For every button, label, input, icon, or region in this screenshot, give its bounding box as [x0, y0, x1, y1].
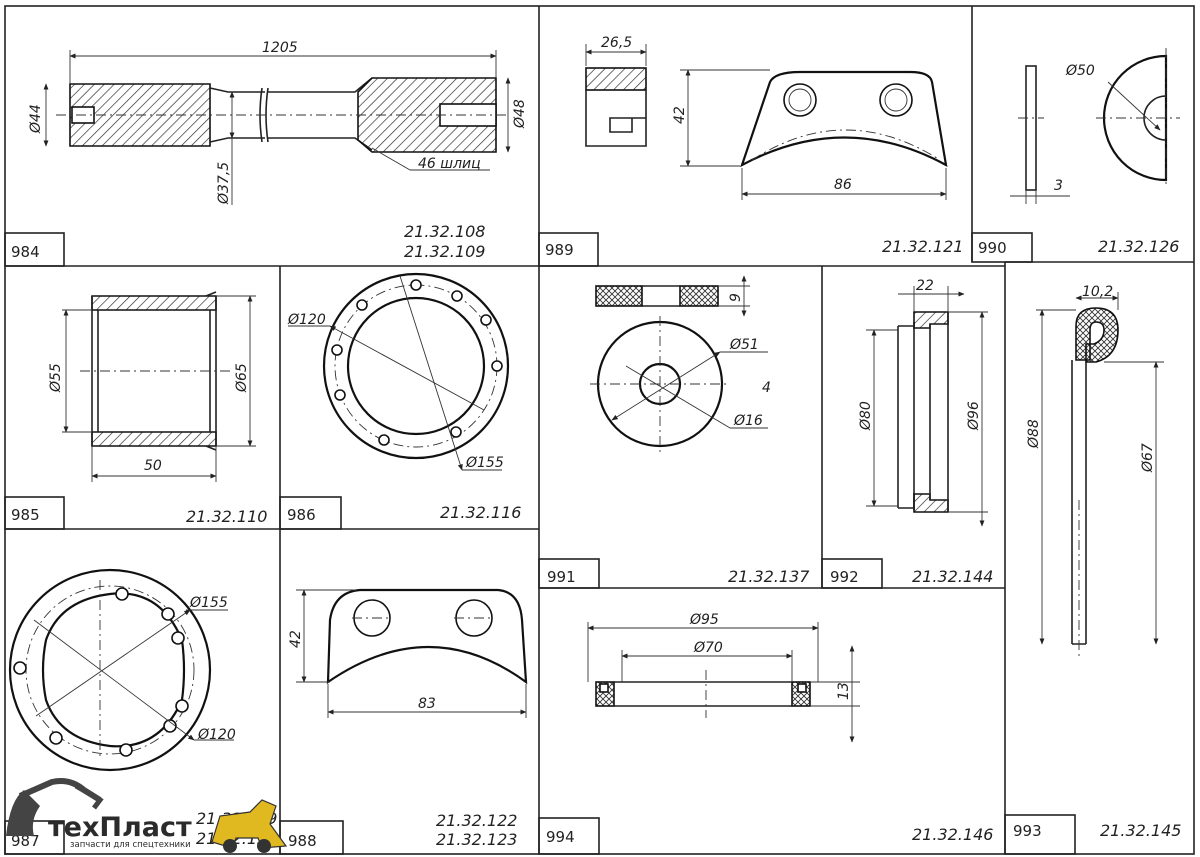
- dim-987-d-outer: Ø155: [189, 595, 228, 611]
- dim-984-d-left: Ø44: [28, 104, 44, 134]
- cell-number-988: 988: [288, 832, 317, 850]
- dim-990-thickness: 3: [1054, 178, 1063, 194]
- drawing-992-seal: 22 Ø80 Ø96 21.32.144 992: [830, 278, 993, 586]
- part-989: 21.32.121: [882, 237, 963, 256]
- drawing-988-bracket: 42 83 21.32.122 21.32.123 988: [288, 588, 528, 850]
- dim-990-diameter: Ø50: [1065, 63, 1095, 79]
- mark-991: 4: [762, 380, 771, 396]
- bolt-holes-986: [331, 279, 503, 446]
- dim-985-d-outer: Ø65: [234, 363, 250, 393]
- dim-987-d-inner: Ø120: [197, 727, 236, 743]
- part-988-2: 21.32.123: [436, 830, 517, 849]
- part-990: 21.32.126: [1098, 237, 1179, 256]
- dim-991-d-outer: Ø51: [729, 337, 759, 353]
- dim-989-thickness: 26,5: [601, 35, 632, 51]
- bolt-holes-987: [13, 587, 189, 757]
- cell-number-994: 994: [546, 828, 575, 846]
- part-994: 21.32.146: [912, 825, 993, 844]
- drawing-986-flange: Ø120 Ø155 21.32.116 986: [287, 272, 521, 524]
- drawing-987-flange: Ø155 Ø120 21.32.119 21.32.120 987: [8, 568, 277, 850]
- part-985: 21.32.110: [186, 507, 267, 526]
- cell-number-989: 989: [545, 241, 574, 259]
- cell-number-987: 987: [11, 832, 40, 850]
- drawing-993-seal: 10,2 Ø88 Ø67 21.32.145 993: [1013, 284, 1181, 840]
- cell-number-986: 986: [287, 506, 316, 524]
- dim-989-width: 86: [834, 177, 852, 193]
- drawing-990-washer: Ø50 3 21.32.126 990: [978, 48, 1180, 257]
- dim-993-d-inner: Ø67: [1140, 443, 1156, 473]
- dim-986-d-outer: Ø155: [465, 455, 504, 471]
- dim-994-d-outer: Ø95: [689, 612, 719, 628]
- cell-number-993: 993: [1013, 822, 1042, 840]
- cell-number-992: 992: [830, 568, 859, 586]
- dim-991-d-inner: Ø16: [733, 413, 763, 429]
- sheet-grid: [4, 5, 1195, 855]
- dim-994-height: 13: [836, 682, 852, 700]
- cell-number-984: 984: [11, 243, 40, 261]
- part-988-1: 21.32.122: [436, 811, 517, 830]
- dim-985-d-inner: Ø55: [48, 363, 64, 393]
- part-984-2: 21.32.109: [404, 242, 485, 261]
- dim-992-width: 22: [916, 278, 934, 294]
- cell-number-985: 985: [11, 506, 40, 524]
- dim-991-thickness: 9: [728, 293, 744, 302]
- logo-brand-name: техПласт: [48, 812, 192, 843]
- logo-tagline: запчасти для спецтехники: [70, 840, 191, 850]
- drawing-984-shaft: 1205 Ø44 Ø48 Ø37,5 46 шлиц 21.32.108 21.…: [11, 40, 528, 261]
- dim-984-d-right: Ø48: [512, 99, 528, 129]
- dim-992-d-inner: Ø80: [858, 401, 874, 431]
- dim-988-width: 83: [418, 696, 436, 712]
- part-984-1: 21.32.108: [404, 222, 485, 241]
- dim-994-d-inner: Ø70: [693, 640, 723, 656]
- brand-logo: техПласт запчасти для спецтехники: [6, 778, 288, 853]
- drawing-989-bracket: 26,5 42 86 21.32.121 989: [545, 35, 963, 259]
- cell-number-990: 990: [978, 239, 1007, 257]
- part-992: 21.32.144: [912, 567, 993, 586]
- cell-number-991: 991: [547, 568, 576, 586]
- dim-993-width: 10,2: [1082, 284, 1113, 300]
- drawing-994-ring: Ø95 Ø70 13 21.32.146 994: [546, 612, 993, 846]
- part-993: 21.32.145: [1100, 821, 1181, 840]
- dim-989-height: 42: [672, 106, 688, 124]
- dim-985-length: 50: [144, 458, 162, 474]
- drawing-985-bushing: Ø55 Ø65 50 21.32.110 985: [11, 291, 267, 526]
- dim-984-splines: 46 шлиц: [418, 156, 481, 172]
- dim-992-d-outer: Ø96: [966, 401, 982, 431]
- drawing-991-disk: 9 Ø51 Ø16 4 21.32.137 991: [547, 275, 810, 586]
- dim-988-height: 42: [288, 630, 304, 648]
- dim-993-d-outer: Ø88: [1026, 419, 1042, 449]
- dim-984-length: 1205: [262, 40, 298, 56]
- part-991: 21.32.137: [728, 567, 810, 586]
- dim-986-d-inner: Ø120: [287, 312, 326, 328]
- dim-984-d-neck: Ø37,5: [216, 162, 232, 205]
- part-986: 21.32.116: [440, 503, 521, 522]
